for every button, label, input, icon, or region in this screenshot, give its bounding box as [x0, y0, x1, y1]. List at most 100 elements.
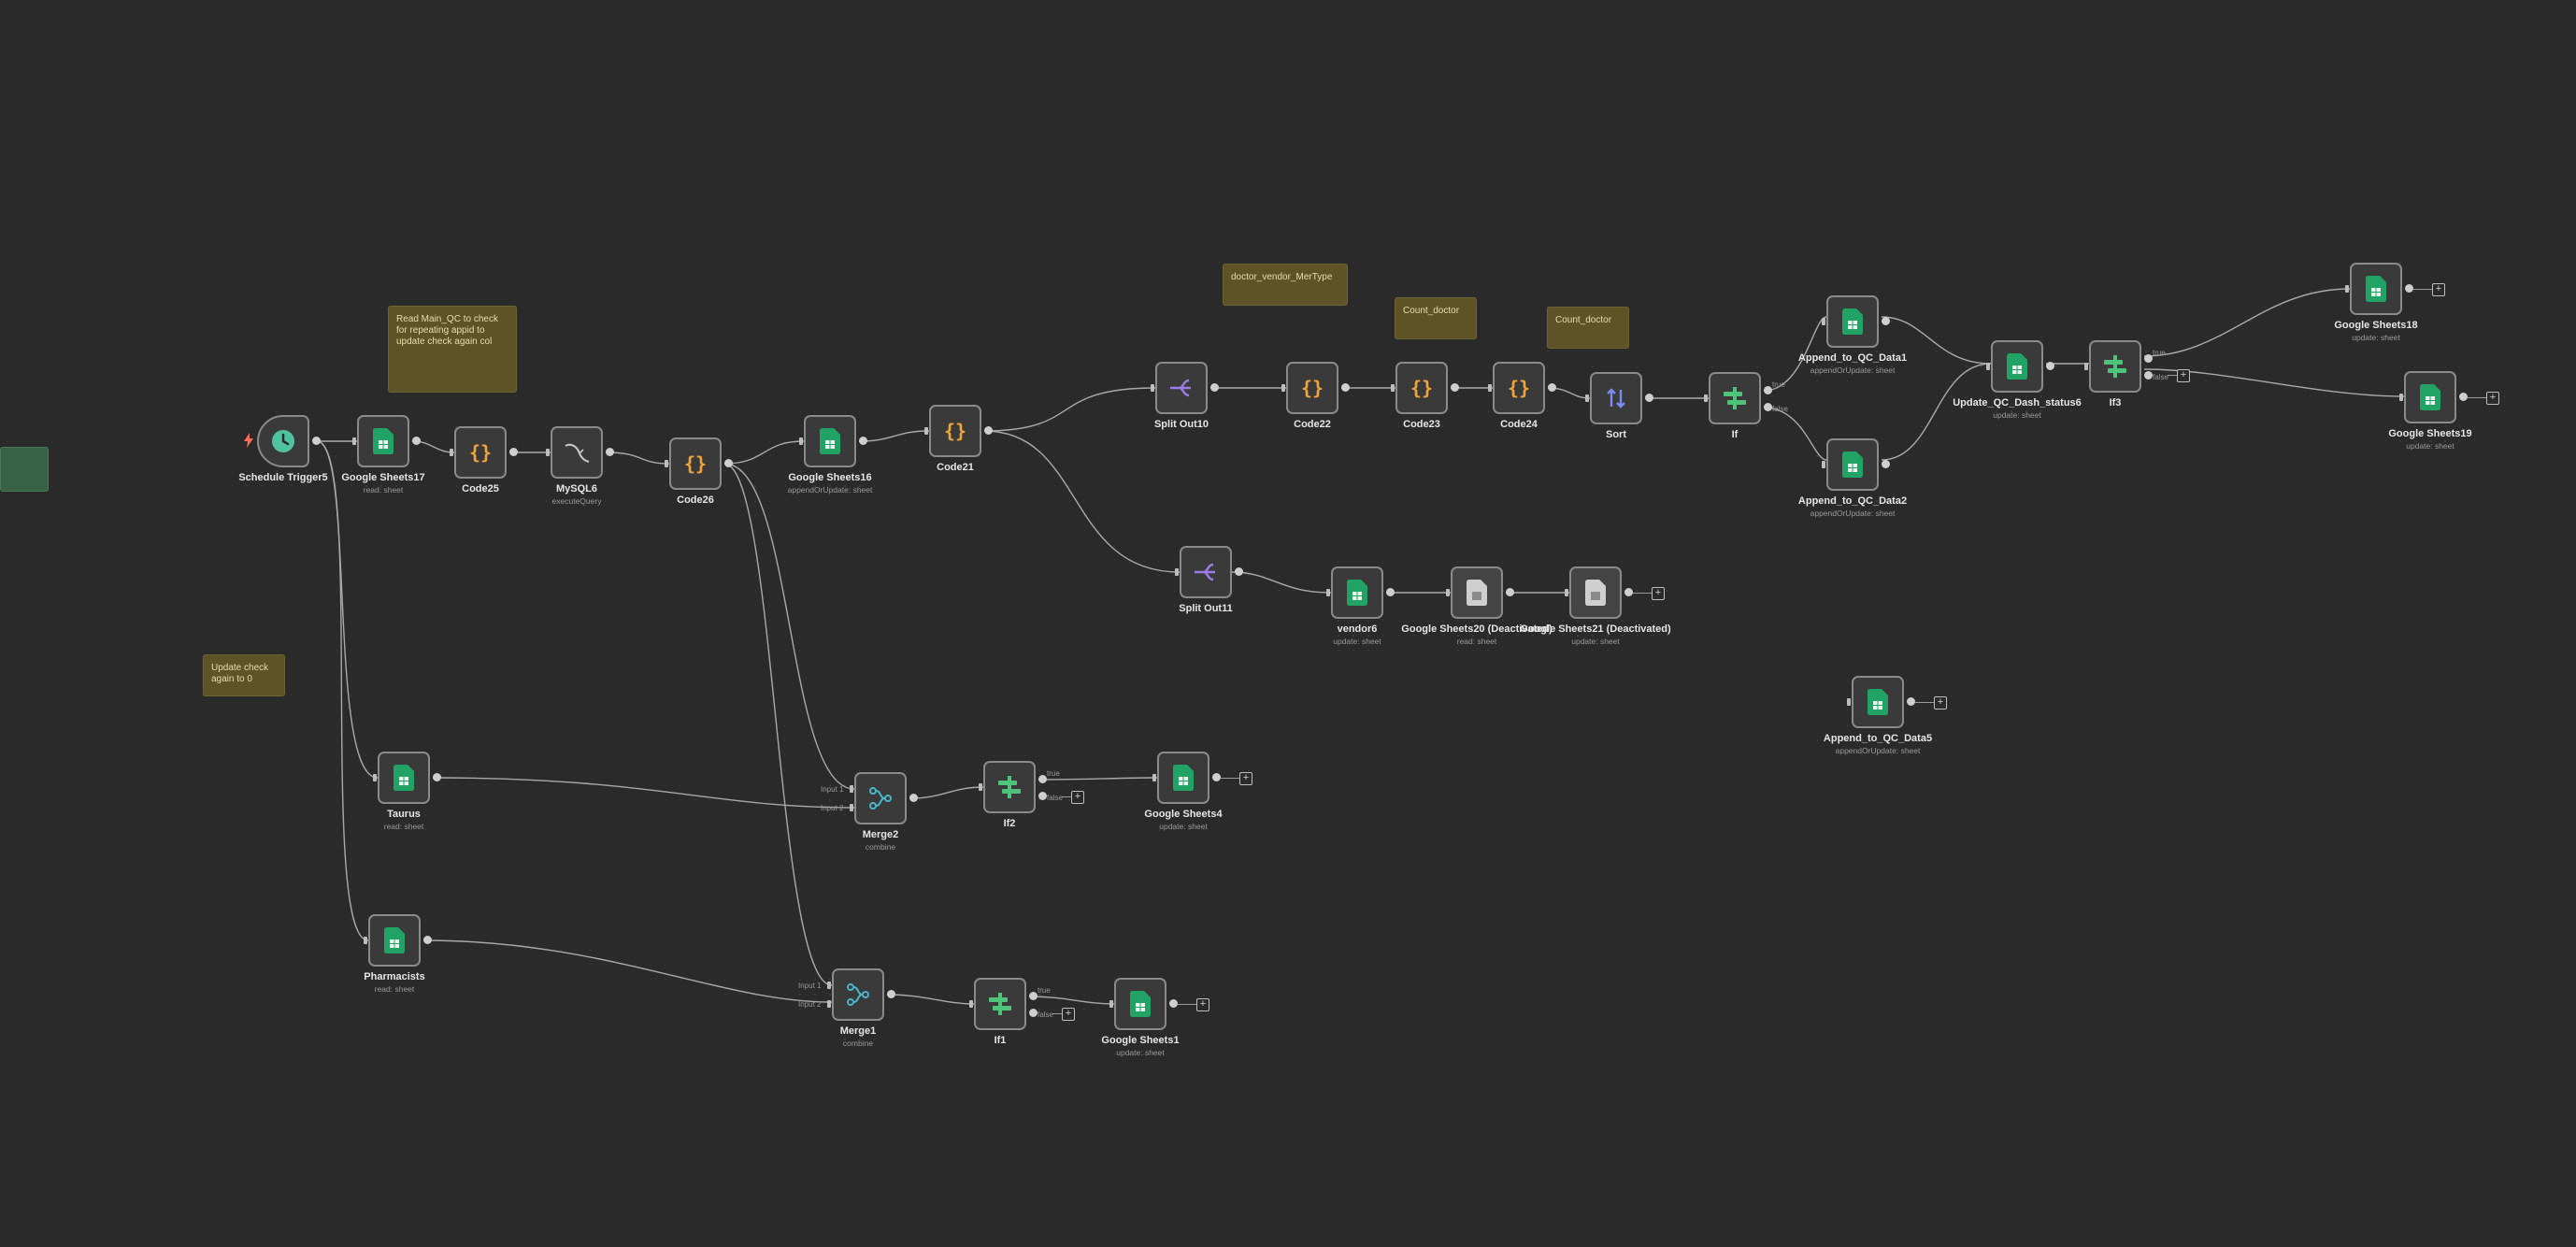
input-port[interactable]: [1152, 774, 1156, 781]
input-port[interactable]: [1109, 1000, 1113, 1008]
node-box[interactable]: {}: [669, 437, 722, 490]
node-box[interactable]: [2404, 371, 2456, 423]
output-port-false[interactable]: [1029, 1009, 1038, 1017]
output-port-true[interactable]: [1038, 775, 1047, 783]
node-box[interactable]: [378, 752, 430, 804]
node-box[interactable]: [1569, 566, 1622, 619]
output-port[interactable]: [312, 437, 321, 445]
output-port-true[interactable]: [1764, 386, 1772, 394]
input-port[interactable]: [665, 460, 668, 467]
node-box[interactable]: [832, 968, 884, 1021]
node-box[interactable]: [357, 415, 409, 467]
input-port[interactable]: [1585, 394, 1589, 402]
node-box[interactable]: [551, 426, 603, 479]
node-box[interactable]: [1826, 438, 1879, 491]
node-box[interactable]: [1155, 362, 1208, 414]
node-box[interactable]: [368, 914, 421, 967]
node-box[interactable]: [257, 415, 309, 467]
add-node-plus-icon[interactable]: +: [1196, 998, 1209, 1011]
offscreen-node-fragment[interactable]: [0, 447, 49, 492]
node-box[interactable]: [1590, 372, 1642, 424]
add-node-plus-icon[interactable]: +: [1071, 791, 1084, 804]
node-box[interactable]: [983, 761, 1036, 813]
input-port[interactable]: [2399, 394, 2403, 401]
node-box[interactable]: [974, 978, 1026, 1030]
input-port[interactable]: [1822, 318, 1825, 325]
node-box[interactable]: [1709, 372, 1761, 424]
output-port[interactable]: [984, 426, 993, 435]
sticky-note[interactable]: Update check again to 0: [203, 654, 285, 696]
output-port[interactable]: [887, 990, 895, 998]
output-port[interactable]: [1451, 383, 1459, 392]
output-port[interactable]: [423, 936, 432, 944]
input-port[interactable]: [1151, 384, 1154, 392]
output-port-false[interactable]: [1038, 792, 1047, 800]
output-port[interactable]: [859, 437, 867, 445]
input-port[interactable]: [1488, 384, 1492, 392]
input-port[interactable]: [1822, 461, 1825, 468]
input-port-2[interactable]: [850, 804, 853, 811]
input-port[interactable]: [969, 1000, 973, 1008]
node-box[interactable]: [1114, 978, 1166, 1030]
output-port[interactable]: [1624, 588, 1633, 596]
add-node-plus-icon[interactable]: +: [2486, 392, 2499, 405]
node-box[interactable]: {}: [454, 426, 507, 479]
output-port[interactable]: [1548, 383, 1556, 392]
input-port[interactable]: [1281, 384, 1285, 392]
sticky-note[interactable]: Count_doctor: [1395, 297, 1477, 339]
node-box[interactable]: [1157, 752, 1209, 804]
input-port[interactable]: [1326, 589, 1330, 596]
output-port[interactable]: [1169, 999, 1178, 1008]
output-port[interactable]: [1212, 773, 1221, 781]
sticky-note[interactable]: doctor_vendor_MerType: [1223, 264, 1348, 306]
output-port[interactable]: [433, 773, 441, 781]
add-node-plus-icon[interactable]: +: [1062, 1008, 1075, 1021]
output-port-true[interactable]: [2144, 354, 2153, 363]
add-node-plus-icon[interactable]: +: [1652, 587, 1665, 600]
add-node-plus-icon[interactable]: +: [2177, 369, 2190, 382]
node-box[interactable]: [804, 415, 856, 467]
input-port[interactable]: [1446, 589, 1450, 596]
node-box[interactable]: {}: [1286, 362, 1338, 414]
output-port[interactable]: [1210, 383, 1219, 392]
output-port[interactable]: [509, 448, 518, 456]
node-box[interactable]: [1180, 546, 1232, 598]
output-port[interactable]: [1645, 394, 1653, 402]
output-port[interactable]: [1882, 460, 1890, 468]
input-port-2[interactable]: [827, 1000, 831, 1008]
add-node-plus-icon[interactable]: +: [2432, 283, 2445, 296]
input-port[interactable]: [352, 437, 356, 445]
output-port[interactable]: [909, 794, 918, 802]
node-box[interactable]: [854, 772, 907, 824]
input-port[interactable]: [2084, 363, 2088, 370]
output-port[interactable]: [724, 459, 733, 467]
input-port-1[interactable]: [850, 785, 853, 793]
add-node-plus-icon[interactable]: +: [1239, 772, 1252, 785]
input-port[interactable]: [1704, 394, 1708, 402]
add-node-plus-icon[interactable]: +: [1934, 696, 1947, 710]
output-port[interactable]: [2046, 362, 2054, 370]
sticky-note[interactable]: Count_doctor: [1547, 307, 1629, 349]
node-box[interactable]: {}: [1493, 362, 1545, 414]
node-box[interactable]: {}: [1395, 362, 1448, 414]
output-port[interactable]: [2405, 284, 2413, 293]
node-box[interactable]: [2089, 340, 2141, 393]
output-port[interactable]: [606, 448, 614, 456]
node-box[interactable]: [1451, 566, 1503, 619]
input-port[interactable]: [1986, 363, 1990, 370]
node-box[interactable]: [1826, 295, 1879, 348]
input-port[interactable]: [364, 937, 367, 944]
input-port[interactable]: [1565, 589, 1568, 596]
input-port[interactable]: [1391, 384, 1395, 392]
input-port[interactable]: [450, 449, 453, 456]
input-port-1[interactable]: [827, 982, 831, 989]
output-port[interactable]: [412, 437, 421, 445]
output-port[interactable]: [2459, 393, 2468, 401]
output-port[interactable]: [1341, 383, 1350, 392]
input-port[interactable]: [373, 774, 377, 781]
input-port[interactable]: [799, 437, 803, 445]
output-port[interactable]: [1907, 697, 1915, 706]
output-port[interactable]: [1235, 567, 1243, 576]
output-port[interactable]: [1386, 588, 1395, 596]
